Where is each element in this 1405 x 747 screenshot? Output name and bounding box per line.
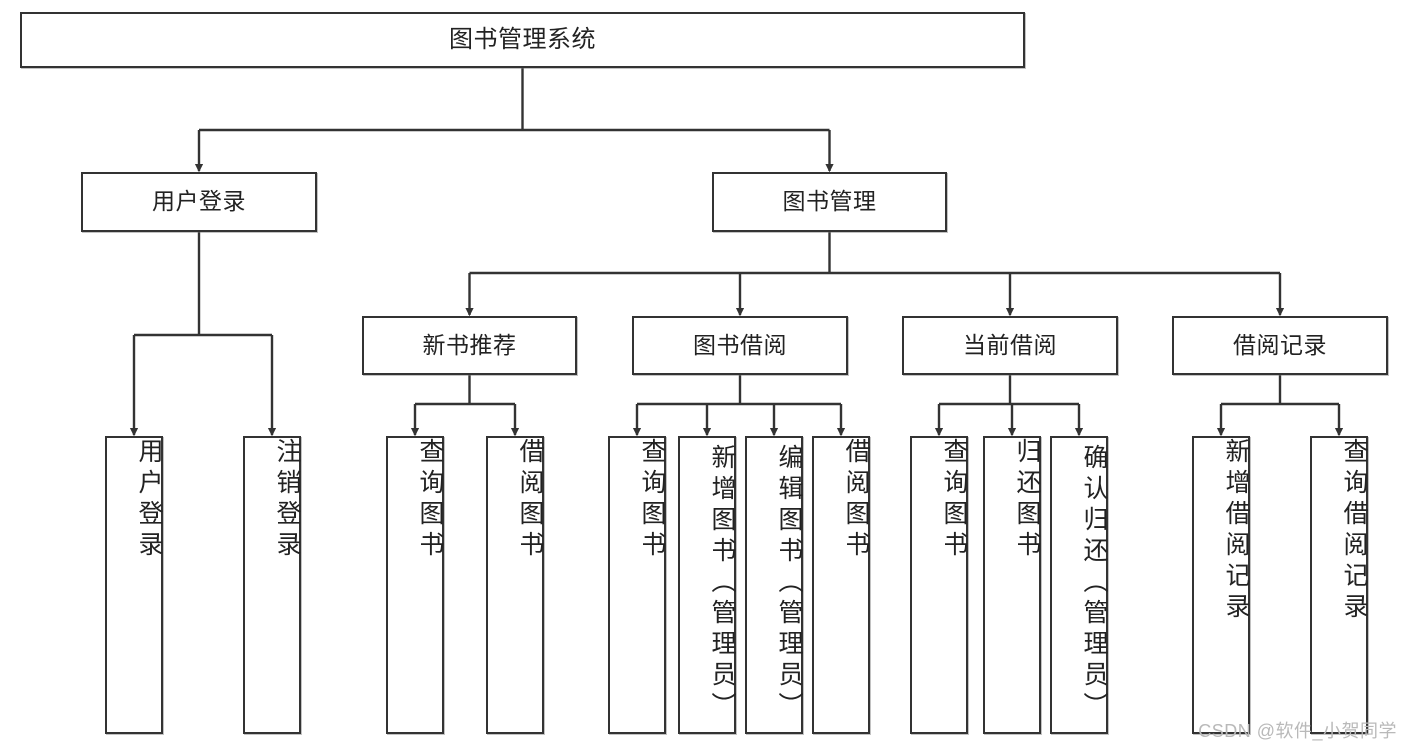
node-leaf-add-book[interactable]: 新增图书（管理员） (678, 436, 736, 734)
node-leaf-query-book-3[interactable]: 查询图书 (910, 436, 968, 734)
node-leaf-user-login[interactable]: 用户登录 (105, 436, 163, 734)
node-leaf-query-record[interactable]: 查询借阅记录 (1310, 436, 1368, 734)
node-borrow-record[interactable]: 借阅记录 (1172, 316, 1388, 375)
node-leaf-confirm-return[interactable]: 确认归还（管理员） (1050, 436, 1108, 734)
node-leaf-return-book[interactable]: 归还图书 (983, 436, 1041, 734)
node-label-leaf-confirm-return: 确认归还（管理员） (1080, 444, 1108, 723)
node-user-login[interactable]: 用户登录 (81, 172, 317, 232)
node-label-book-manage: 图书管理 (782, 188, 877, 215)
node-label-leaf-user-login: 用户登录 (135, 438, 163, 562)
node-leaf-add-record[interactable]: 新增借阅记录 (1192, 436, 1250, 734)
node-leaf-query-book-1[interactable]: 查询图书 (386, 436, 444, 734)
node-label-leaf-query-book-2: 查询图书 (638, 438, 666, 562)
node-label-leaf-add-book: 新增图书（管理员） (708, 444, 736, 723)
node-label-leaf-edit-book: 编辑图书（管理员） (775, 444, 803, 723)
node-book-borrow[interactable]: 图书借阅 (632, 316, 848, 375)
node-book-manage[interactable]: 图书管理 (712, 172, 947, 232)
node-leaf-query-book-2[interactable]: 查询图书 (608, 436, 666, 734)
node-label-leaf-borrow-book-2: 借阅图书 (842, 438, 870, 562)
node-current-borrow[interactable]: 当前借阅 (902, 316, 1118, 375)
node-root[interactable]: 图书管理系统 (20, 12, 1025, 68)
node-label-leaf-borrow-book-1: 借阅图书 (516, 438, 544, 562)
node-label-leaf-query-book-3: 查询图书 (940, 438, 968, 562)
node-leaf-borrow-book-1[interactable]: 借阅图书 (486, 436, 544, 734)
watermark-text: CSDN @软件_小贺同学 (1198, 721, 1397, 741)
node-label-book-borrow: 图书借阅 (693, 331, 787, 358)
node-label-leaf-add-record: 新增借阅记录 (1222, 438, 1250, 624)
node-label-user-login: 用户登录 (152, 188, 246, 215)
edges-group (129, 68, 1344, 437)
node-label-borrow-record: 借阅记录 (1233, 331, 1327, 358)
node-leaf-logout-login[interactable]: 注销登录 (243, 436, 301, 734)
node-label-new-book-rec: 新书推荐 (422, 331, 517, 358)
node-label-leaf-return-book: 归还图书 (1013, 438, 1041, 562)
node-leaf-borrow-book-2[interactable]: 借阅图书 (812, 436, 870, 734)
node-leaf-edit-book[interactable]: 编辑图书（管理员） (745, 436, 803, 734)
node-label-current-borrow: 当前借阅 (963, 331, 1057, 358)
node-new-book-rec[interactable]: 新书推荐 (362, 316, 577, 375)
node-label-leaf-query-book-1: 查询图书 (416, 438, 444, 562)
node-label-leaf-logout-login: 注销登录 (273, 438, 301, 562)
node-label-leaf-query-record: 查询借阅记录 (1340, 438, 1368, 624)
node-label-root: 图书管理系统 (449, 25, 596, 53)
